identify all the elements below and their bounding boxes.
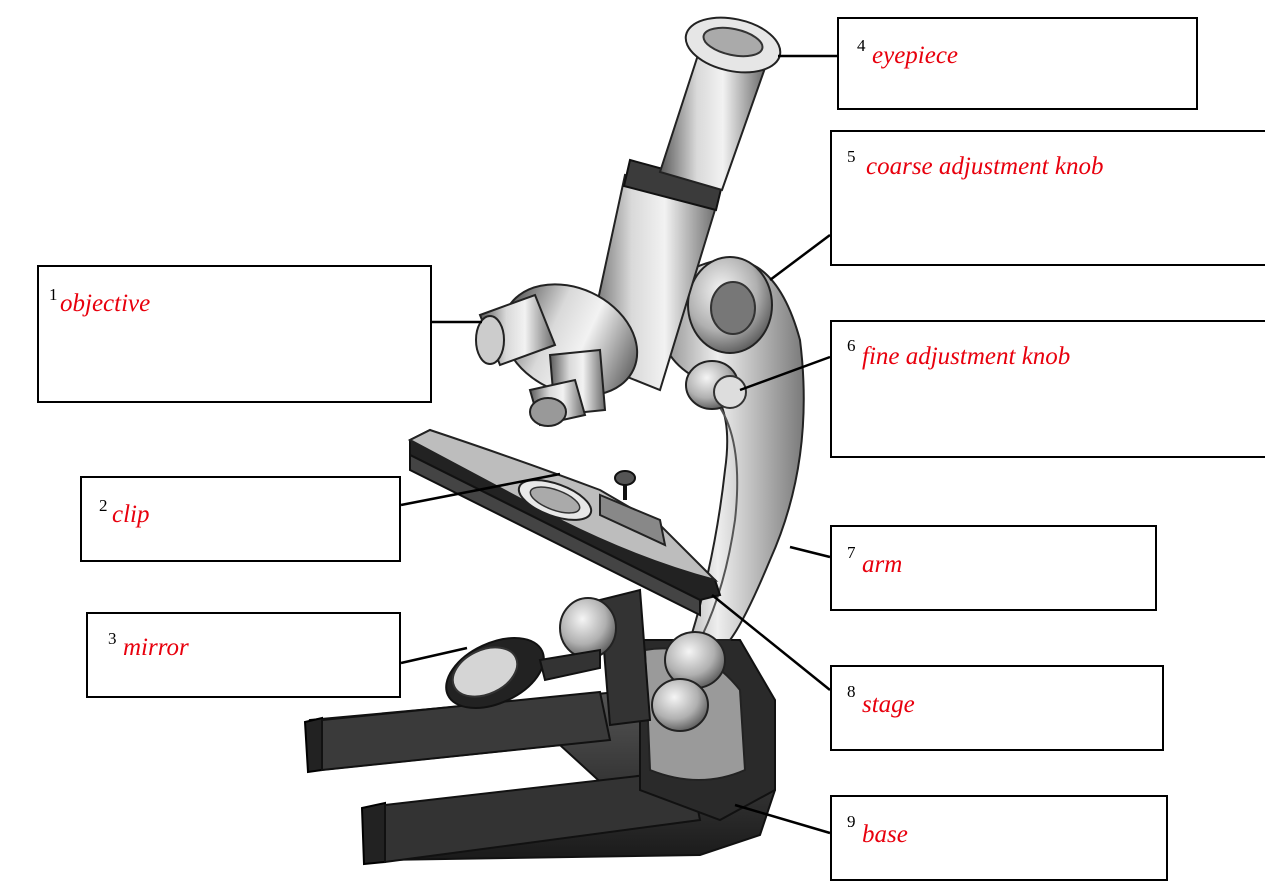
label-box-eyepiece[interactable]: 4 eyepiece xyxy=(837,17,1198,110)
label-number: 1 xyxy=(49,285,58,305)
label-box-coarse-adjustment-knob[interactable]: 5 coarse adjustment knob xyxy=(830,130,1265,266)
label-term: arm xyxy=(862,551,902,579)
label-term: base xyxy=(862,821,908,849)
label-term: fine adjustment knob xyxy=(862,343,1070,371)
label-box-mirror[interactable]: 3 mirror xyxy=(86,612,401,698)
label-number: 7 xyxy=(847,543,856,563)
label-box-clip[interactable]: 2 clip xyxy=(80,476,401,562)
label-box-base[interactable]: 9 base xyxy=(830,795,1168,881)
label-term: objective xyxy=(60,290,150,318)
label-term: coarse adjustment knob xyxy=(866,153,1103,181)
leader-line-mirror xyxy=(401,648,467,663)
label-box-objective[interactable]: 1 objective xyxy=(37,265,432,403)
label-box-stage[interactable]: 8 stage xyxy=(830,665,1164,751)
label-number: 4 xyxy=(857,36,866,56)
leader-line-coarse xyxy=(770,235,830,280)
leader-line-arm xyxy=(790,547,830,557)
label-number: 3 xyxy=(108,629,117,649)
label-term: mirror xyxy=(123,634,189,662)
label-term: eyepiece xyxy=(872,42,958,70)
label-number: 8 xyxy=(847,682,856,702)
eyepiece-part xyxy=(660,10,785,190)
coarse-knob-part xyxy=(688,257,772,353)
label-term: stage xyxy=(862,691,915,719)
label-number: 2 xyxy=(99,496,108,516)
label-term: clip xyxy=(112,501,150,529)
label-box-arm[interactable]: 7 arm xyxy=(830,525,1157,611)
label-box-fine-adjustment-knob[interactable]: 6 fine adjustment knob xyxy=(830,320,1265,458)
label-number: 5 xyxy=(847,147,856,167)
label-number: 9 xyxy=(847,812,856,832)
label-number: 6 xyxy=(847,336,856,356)
stage-part xyxy=(410,430,720,615)
